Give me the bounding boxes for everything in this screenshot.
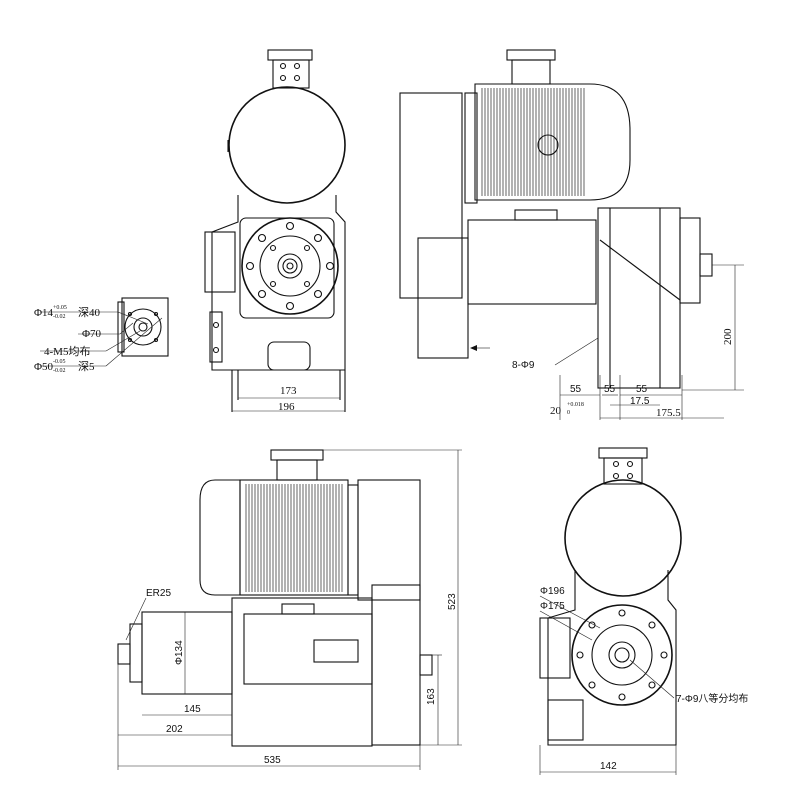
flange-detail-view: Φ14 +0.05 -0.02 深40 Φ70 4-M5均布 Φ50 -0.05… (34, 297, 169, 374)
motor-fins (481, 88, 585, 196)
detail-flange-body (121, 297, 169, 357)
dim-55b: 55 (604, 384, 616, 395)
motor-fan-end (199, 479, 241, 596)
dia-175: Φ175 (540, 601, 565, 612)
dim-523: 523 (447, 593, 458, 610)
dim-173: 173 (280, 385, 297, 397)
flange-circle-bottom (571, 604, 673, 706)
dim-55c: 55 (636, 384, 648, 395)
er25-collet (117, 643, 131, 665)
dim-142: 142 (600, 761, 617, 772)
dia-134: Φ134 (174, 640, 185, 665)
label-er25: ER25 (146, 588, 171, 599)
motor-fins-bottom (245, 484, 343, 592)
dim-55a: 55 (570, 384, 582, 395)
bottom-side-view: ER25 Φ134 145 202 535 523 163 (117, 449, 462, 770)
dim-20: 20 (550, 405, 562, 417)
motor-housing (474, 83, 631, 201)
dim-535: 535 (264, 755, 281, 766)
dim-202: 202 (166, 724, 183, 735)
svg-text:-0.02: -0.02 (53, 368, 66, 374)
spindle-body (141, 611, 233, 695)
flange-holes-bottom (576, 609, 668, 701)
top-side-view: 8-Φ9 55 55 55 17.5 175.5 20 +0.018 0 200 (399, 49, 744, 420)
hole-note: 8-Φ9 (512, 360, 535, 371)
dim-200: 200 (722, 328, 734, 345)
detail-spigot: Φ50 (34, 361, 54, 373)
motor-end-circle (228, 86, 346, 204)
detail-spigot-depth: 深5 (78, 360, 95, 373)
dim-145: 145 (184, 704, 201, 715)
motor-circle-bottom (564, 479, 682, 597)
detail-tapped: 4-M5均布 (44, 345, 90, 358)
svg-text:+0.018: +0.018 (567, 402, 584, 408)
detail-pcd: Φ70 (82, 328, 102, 340)
motor-fan-cover (399, 92, 463, 299)
dim-175-5: 175.5 (656, 407, 681, 419)
holes-note: 7-Φ9八等分均布 (676, 692, 748, 705)
svg-text:-0.02: -0.02 (53, 314, 66, 320)
svg-text:-0.05: -0.05 (53, 359, 66, 365)
flange-bolt-holes (245, 221, 335, 311)
dim-163: 163 (426, 688, 437, 705)
dim-196: 196 (278, 401, 295, 413)
svg-text:0: 0 (567, 410, 570, 416)
flange-circle (241, 217, 339, 315)
detail-bore-depth: 深40 (78, 306, 100, 319)
dia-196: Φ196 (540, 586, 565, 597)
dim-17-5: 17.5 (630, 396, 650, 407)
top-front-view: 173 196 (204, 49, 346, 413)
svg-text:+0.05: +0.05 (53, 305, 67, 311)
terminal-box (272, 59, 310, 89)
detail-bore: Φ14 (34, 307, 54, 319)
terminal-box-cap (267, 49, 313, 61)
gearbox-body (211, 195, 346, 371)
bottom-front-view: Φ196 Φ175 7-Φ9八等分均布 142 (539, 447, 748, 775)
